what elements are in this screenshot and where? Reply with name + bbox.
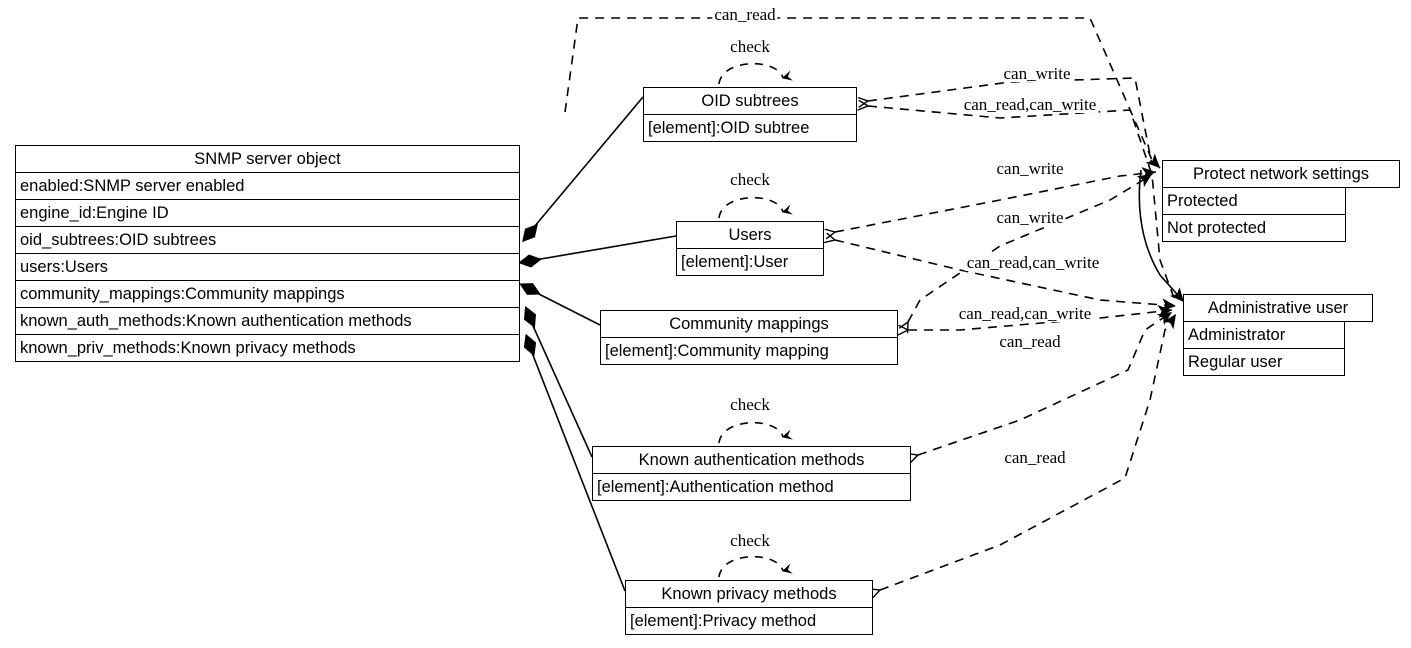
diamond-oid-subtrees <box>522 223 538 243</box>
class-box-administrative-user[interactable]: Administrative user Administrator Regula… <box>1183 294 1373 376</box>
loop-check-known-auth <box>718 421 793 444</box>
class-attr-engine-id: engine_id:Engine ID <box>15 199 520 227</box>
class-box-protect-network-settings[interactable]: Protect network settings Protected Not p… <box>1162 160 1400 242</box>
class-attr-known-auth-methods: known_auth_methods:Known authentication … <box>15 307 520 335</box>
edge-composition-community-mappings <box>528 288 601 326</box>
class-box-users[interactable]: Users [element]:User <box>676 221 824 276</box>
class-title-community-mappings: Community mappings <box>600 310 898 338</box>
class-attr-protected: Protected <box>1162 187 1346 215</box>
class-box-community-mappings[interactable]: Community mappings [element]:Community m… <box>600 310 898 365</box>
class-attr-not-protected: Not protected <box>1162 214 1346 242</box>
diamond-users <box>518 254 542 268</box>
class-title-known-priv-methods: Known privacy methods <box>625 580 873 608</box>
edge-label-can-write-community-protect: can_write <box>994 208 1066 227</box>
class-attr-community-mappings: community_mappings:Community mappings <box>15 280 520 308</box>
loop-check-users <box>718 196 793 219</box>
class-title-known-auth-methods: Known authentication methods <box>592 446 911 474</box>
edge-composition-users <box>528 235 677 262</box>
class-attr-known-priv-methods-element: [element]:Privacy method <box>625 607 873 635</box>
composition-edges <box>528 96 677 592</box>
self-check-loops <box>718 62 793 578</box>
class-title-oid-subtrees: OID subtrees <box>643 87 857 115</box>
edge-label-check-users: check <box>728 170 772 189</box>
edge-label-can-write-users-protect: can_write <box>994 159 1066 178</box>
edge-composition-known-auth-methods <box>528 316 593 458</box>
class-title-administrative-user: Administrative user <box>1183 294 1373 322</box>
class-title-protect-network-settings: Protect network settings <box>1162 160 1400 188</box>
edge-dep-community-to-protect-can-write <box>908 173 1153 322</box>
edge-label-check-oid-subtrees: check <box>728 37 772 56</box>
edge-dep-users-to-admin-can-read-write <box>835 240 1177 306</box>
edge-composition-known-priv-methods <box>528 344 626 592</box>
edge-label-can-read-can-write-community-admin: can_read,can_write <box>956 304 1094 323</box>
edge-label-can-write-protect-oid: can_write <box>1001 64 1073 83</box>
class-attr-oid-subtrees-element: [element]:OID subtree <box>643 114 857 142</box>
edge-dep-priv-to-admin-can-read <box>880 313 1177 590</box>
composition-diamonds <box>518 223 542 357</box>
class-box-snmp-server-object[interactable]: SNMP server object enabled:SNMP server e… <box>15 145 520 362</box>
edge-label-can-read-can-write-users-admin: can_read,can_write <box>964 253 1102 272</box>
class-attr-community-mappings-element: [element]:Community mapping <box>600 337 898 365</box>
class-attr-administrator: Administrator <box>1183 321 1345 349</box>
diamond-community-mappings <box>519 283 541 295</box>
class-box-known-priv-methods[interactable]: Known privacy methods [element]:Privacy … <box>625 580 873 635</box>
class-attr-known-priv-methods: known_priv_methods:Known privacy methods <box>15 334 520 362</box>
class-title-users: Users <box>676 221 824 249</box>
edge-dep-protect-to-oid-can-write <box>868 77 1153 166</box>
edge-label-check-known-auth-methods: check <box>728 395 772 414</box>
class-attr-enabled: enabled:SNMP server enabled <box>15 172 520 200</box>
class-attr-users: users:Users <box>15 253 520 281</box>
class-box-known-auth-methods[interactable]: Known authentication methods [element]:A… <box>592 446 911 501</box>
edge-label-can-read-top: can_read <box>712 5 778 24</box>
class-attr-oid-subtrees: oid_subtrees:OID subtrees <box>15 226 520 254</box>
edge-label-can-read-can-write-admin-oid: can_read,can_write <box>961 95 1099 114</box>
diamond-known-priv-methods <box>523 333 537 357</box>
diamond-known-auth-methods <box>523 305 537 329</box>
class-attr-regular-user: Regular user <box>1183 348 1345 376</box>
edge-label-can-read-priv-admin: can_read <box>1002 448 1068 467</box>
loop-check-known-priv <box>718 555 793 578</box>
class-attr-users-element: [element]:User <box>676 248 824 276</box>
class-title-snmp-server-object: SNMP server object <box>15 145 520 173</box>
loop-check-oid-subtrees <box>718 62 793 85</box>
edge-label-can-read-community-admin: can_read <box>997 332 1063 351</box>
edge-composition-oid-subtrees <box>528 96 644 234</box>
edge-label-check-known-priv-methods: check <box>728 531 772 550</box>
class-box-oid-subtrees[interactable]: OID subtrees [element]:OID subtree <box>643 87 857 142</box>
class-attr-known-auth-methods-element: [element]:Authentication method <box>592 473 911 501</box>
